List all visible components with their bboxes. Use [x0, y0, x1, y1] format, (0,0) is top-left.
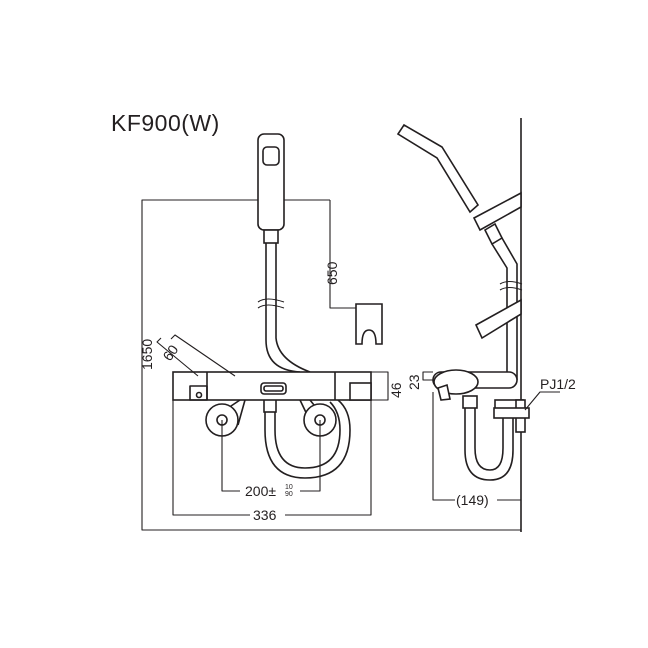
dim-line-650	[329, 200, 356, 309]
label-tol-minus: 90	[285, 491, 293, 498]
dim-line-200	[221, 420, 240, 492]
label-tol-plus: 10	[285, 484, 293, 491]
label-149: (149)	[456, 492, 489, 508]
hose-loop	[264, 399, 351, 479]
dim-line-60	[156, 337, 199, 377]
shower-holder	[355, 303, 383, 345]
break-mark	[257, 298, 285, 309]
label-1650: 1650	[139, 339, 155, 370]
hand-shower	[257, 133, 285, 231]
dim-line-46	[371, 371, 389, 401]
shower-connector	[263, 229, 279, 244]
model-title: KF900(W)	[111, 110, 220, 136]
upper-slide-arm	[472, 191, 522, 232]
side-hand-shower	[396, 123, 480, 214]
slide-bar	[491, 237, 518, 380]
dim-line-23	[422, 371, 433, 381]
side-view	[396, 118, 560, 532]
label-650: 650	[324, 261, 340, 285]
shower-face	[262, 146, 280, 166]
front-view	[141, 133, 521, 531]
pj-leader	[524, 391, 560, 411]
label-200: 200±	[245, 483, 276, 499]
dim-line-149	[432, 392, 455, 501]
label-46: 46	[388, 382, 404, 398]
dim-line-336	[172, 400, 250, 516]
dim-line-1650	[141, 199, 521, 531]
side-hose	[464, 400, 514, 481]
label-pj12: PJ1/2	[540, 376, 576, 392]
label-336: 336	[253, 507, 277, 523]
label-60: 60	[159, 342, 181, 364]
lower-slide-arm	[474, 298, 522, 340]
label-23: 23	[406, 374, 422, 390]
